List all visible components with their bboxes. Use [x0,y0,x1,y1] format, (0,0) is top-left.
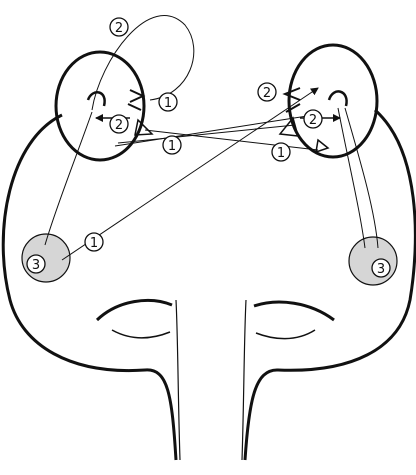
right-hemisphere-outline [245,110,415,460]
left-descending-pathway [45,112,92,245]
tag-1-lower-label: 1 [90,236,98,251]
tag-1-left-top: 1 [159,93,177,111]
tag-1-center-right: 1 [272,143,290,161]
tag-2-left: 2 [110,115,128,133]
tag-2-top: 2 [110,18,128,36]
tag-3-right: 3 [372,259,390,277]
right-inner-fold-lower [256,330,315,339]
midline-right [242,300,246,460]
right-eye-outline [289,45,377,157]
tag-1-center-left-label: 1 [168,139,176,154]
tag-2-left-label: 2 [115,118,123,133]
tag-3-right-label: 3 [377,262,385,277]
left-hook-mark [128,90,143,110]
tag-2-right-label: 2 [309,113,317,128]
left-hemisphere-outline [3,115,176,460]
tag-3-left: 3 [27,255,45,273]
long-diagonal-pathway [62,88,318,260]
tag-2-right-top-label: 2 [263,86,271,101]
right-inner-curl [329,91,347,106]
tag-1-left-top-label: 1 [164,96,172,111]
tag-1-center-right-label: 1 [277,146,285,161]
tag-1-lower: 1 [85,233,103,251]
tag-1-center-left: 1 [163,136,181,154]
left-inner-curl [88,92,105,106]
left-inner-fold [97,300,172,320]
left-inner-fold-lower [112,330,170,338]
midline-left [176,300,180,460]
tag-2-right: 2 [304,110,322,128]
right-nucleus [349,237,397,285]
tag-2-right-top: 2 [258,83,276,101]
tag-2-top-label: 2 [115,21,123,36]
tag-3-left-label: 3 [32,258,40,273]
right-inner-fold [254,302,334,320]
